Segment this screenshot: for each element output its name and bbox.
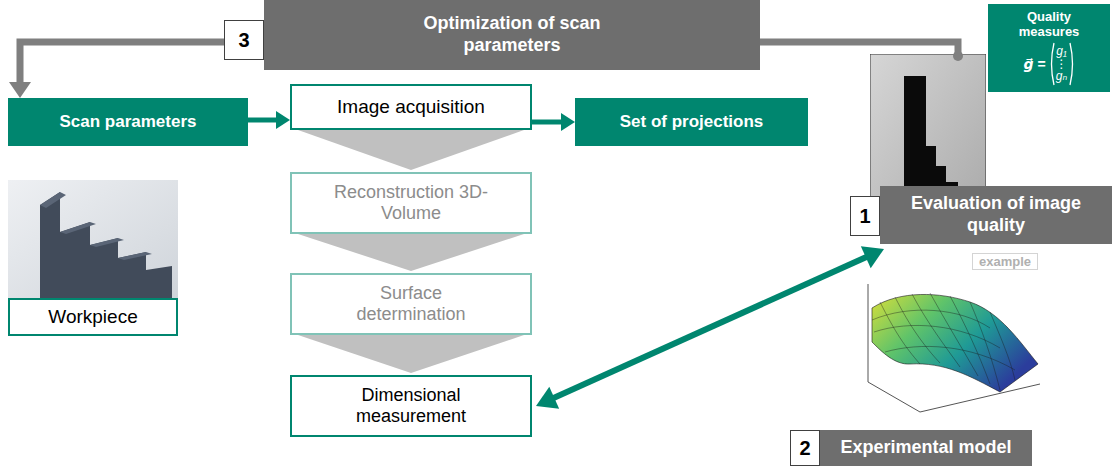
connector	[298, 335, 524, 373]
arrowhead	[561, 113, 575, 131]
chevron-arrow	[298, 335, 524, 373]
box-text: Workpiece	[48, 306, 137, 328]
box-text: Reconstruction 3D-Volume	[331, 182, 491, 224]
step-band: Evaluation of image quality	[880, 186, 1112, 244]
vector-entry: ⋮	[1056, 58, 1068, 71]
box-text: Scan parameters	[59, 112, 196, 132]
arrowhead	[861, 246, 884, 268]
surface-plot	[850, 272, 1045, 427]
step-number: 1	[850, 196, 880, 236]
watermark-label: example	[979, 254, 1031, 269]
step-number: 3	[224, 20, 264, 60]
vector-entry: g₁	[1056, 45, 1066, 58]
quality-box: Quality measures g⃗ = g₁⋮gₙ	[988, 4, 1110, 92]
box-text: Set of projections	[620, 112, 764, 132]
box-text: Surface determination	[331, 283, 491, 325]
box-title: Quality measures	[1004, 10, 1094, 39]
arrowhead	[9, 82, 31, 98]
arrowhead	[276, 111, 290, 129]
arrowhead	[536, 387, 559, 409]
connector	[298, 234, 524, 271]
label-box: Workpiece	[8, 298, 178, 336]
connector	[248, 111, 290, 129]
double-arrow-line	[552, 256, 867, 398]
connector	[298, 130, 524, 170]
box-text: Evaluation of image quality	[896, 193, 1096, 236]
step-band: Optimization of scan parameters	[264, 0, 760, 70]
formula-symbol: g⃗ =	[1023, 56, 1045, 72]
box-text: 3	[238, 29, 249, 52]
step-number: 2	[790, 430, 820, 466]
chevron-arrow	[298, 234, 524, 271]
data-box: Set of projections	[575, 98, 808, 146]
process-box: Image acquisition	[290, 84, 532, 130]
bracket	[1069, 42, 1075, 86]
label-frame: example	[972, 253, 1038, 270]
process-box: Dimensional measurement	[290, 375, 532, 437]
chevron-arrow	[298, 130, 524, 170]
flow-line	[248, 118, 278, 123]
box-text: Optimization of scan parameters	[422, 13, 602, 56]
box-text: 1	[859, 205, 870, 228]
box-text: 2	[799, 437, 810, 460]
step-band: Experimental model	[820, 430, 1032, 466]
flow-line	[532, 120, 563, 125]
connector	[532, 113, 575, 131]
bracket	[1049, 42, 1055, 86]
box-text: Image acquisition	[337, 96, 485, 118]
vector-entry: gₙ	[1056, 70, 1067, 83]
process-box: Reconstruction 3D-Volume	[290, 172, 532, 234]
box-text: Dimensional measurement	[331, 385, 491, 427]
box-text: Experimental model	[840, 437, 1011, 459]
data-box: Scan parameters	[8, 98, 248, 146]
connector	[536, 246, 884, 408]
process-box: Surface determination	[290, 273, 532, 335]
